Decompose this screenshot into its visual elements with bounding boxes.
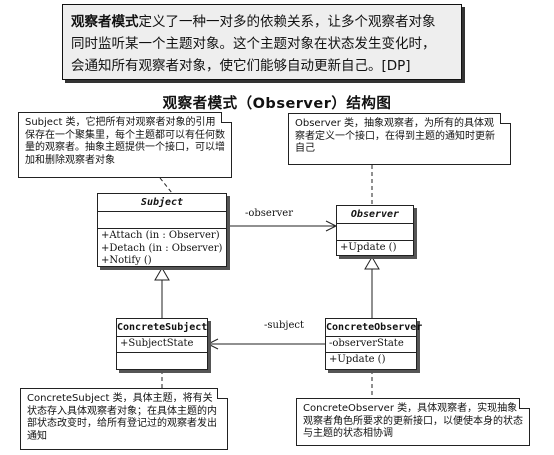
note-fold-icon [500, 113, 511, 124]
class-concrete-subject: ConcreteSubject +SubjectState [116, 318, 208, 370]
note-concrete-subject: ConcreteSubject 类，具体主题，将有关状态存入具体观察者对象；在具… [20, 388, 228, 450]
method-update: +Update () [340, 242, 397, 253]
definition-line-2: 同时监听某一个主题对象。这个主题对象在状态发生变化时， [71, 36, 436, 52]
definition-line-3: 会通知所有观察者对象，使它们能够自动更新自己。[DP] [71, 58, 411, 74]
diagram-title: 观察者模式（Observer）结构图 [162, 96, 392, 112]
note-observer-text: Observer 类，抽象观察者，为所有的具体观察者定义一个接口，在得到主题的通… [295, 118, 495, 154]
note-fold-icon [221, 112, 232, 123]
assoc-arrow-concretesubject [206, 338, 219, 350]
method-detach: +Detach (in : Observer) [101, 242, 223, 254]
class-concrete-subject-attributes: +SubjectState [117, 337, 207, 353]
note-fold-icon [519, 398, 530, 409]
class-observer-attributes [337, 224, 413, 241]
attribute-observer-state: -observerState [329, 338, 404, 349]
gen-triangle-subject [154, 267, 170, 281]
note-concrete-subject-text: ConcreteSubject 类，具体主题，将有关状态存入具体观察者对象；在具… [27, 393, 217, 442]
class-concrete-observer-name: ConcreteObserver [326, 319, 422, 337]
class-subject-name: Subject [98, 194, 226, 212]
note-concrete-observer: ConcreteObserver 类，具体观察者，实现抽象观察者角色所要求的更新… [296, 398, 530, 446]
class-concrete-subject-methods [117, 353, 207, 369]
definition-box: 观察者模式定义了一种一对多的依赖关系，让多个观察者对象 同时监听某一个主题对象。… [62, 4, 462, 80]
note-subject: Subject 类，它把所有对观察者对象的引用保存在一个聚集里，每个主题都可以有… [18, 112, 232, 178]
definition-line-1-text: 定义了一种一对多的依赖关系，让多个观察者对象 [138, 14, 436, 30]
note-subject-text: Subject 类，它把所有对观察者对象的引用保存在一个聚集里，每个主题都可以有… [25, 117, 225, 166]
class-observer: Observer +Update () [336, 205, 414, 256]
class-observer-methods: +Update () [337, 241, 413, 256]
method-notify: +Notify () [101, 255, 152, 266]
class-observer-name: Observer [337, 206, 413, 224]
note-subject-anchor [159, 177, 173, 194]
class-concrete-observer-attributes: -observerState [326, 337, 416, 353]
note-observer: Observer 类，抽象观察者，为所有的具体观察者定义一个接口，在得到主题的通… [288, 113, 511, 165]
attribute-subject-state: +SubjectState [120, 338, 194, 349]
association-label-subject: -subject [264, 320, 304, 331]
class-subject-attributes [98, 212, 226, 229]
gen-triangle-observer [364, 256, 380, 270]
association-label-observer: -observer [245, 208, 293, 219]
class-concrete-observer-methods: +Update () [326, 353, 416, 368]
definition-line-1: 观察者模式定义了一种一对多的依赖关系，让多个观察者对象 [71, 11, 453, 33]
class-subject: Subject +Attach (in : Observer) +Detach … [97, 193, 227, 267]
method-attach: +Attach (in : Observer) [101, 230, 220, 241]
definition-term: 观察者模式 [71, 14, 139, 30]
note-concrete-observer-text: ConcreteObserver 类，具体观察者，实现抽象观察者角色所要求的更新… [303, 403, 523, 439]
class-concrete-subject-name: ConcreteSubject [117, 319, 207, 337]
class-subject-methods: +Attach (in : Observer) +Detach (in : Ob… [98, 229, 226, 269]
method-update: +Update () [329, 353, 386, 365]
class-concrete-observer: ConcreteObserver -observerState +Update … [325, 318, 422, 370]
note-fold-icon [217, 388, 228, 399]
